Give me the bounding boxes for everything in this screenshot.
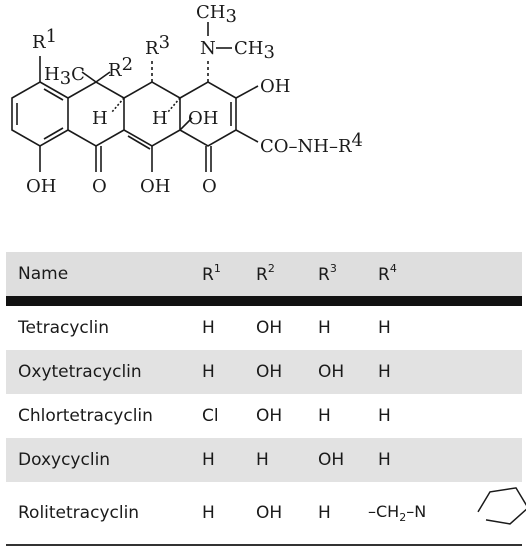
cell-name: Doxycyclin [18, 450, 111, 470]
r2-bond [95, 71, 111, 83]
label-o-right: O [202, 176, 217, 197]
h-bond [111, 97, 125, 113]
label-oh-bottom-mid: OH [140, 176, 170, 197]
label-oh-mid: OH [188, 108, 218, 129]
ring-b [67, 81, 125, 147]
table-row: Doxycyclin H H OH H [6, 438, 522, 482]
substituent-table: Name R1 R2 R3 R4 Tetracyclin H OH H H Ox… [6, 252, 526, 546]
cell-r1: H [202, 362, 215, 382]
table-row: Oxytetracyclin H OH OH H [6, 350, 522, 394]
cell-r2: OH [256, 362, 283, 382]
cell-r3: H [318, 406, 331, 426]
label-side-chain: CO–NH–R4 [260, 130, 363, 157]
cell-r3: H [318, 503, 331, 523]
cell-r4-pyrrolidinyl-methyl: –CH2–N [368, 487, 526, 525]
table-row: Chlortetracyclin Cl OH H H [6, 394, 522, 438]
cell-name: Tetracyclin [18, 318, 110, 338]
cell-name: Rolitetracyclin [18, 503, 140, 523]
cell-r2: OH [256, 503, 283, 523]
cell-r3: OH [318, 450, 345, 470]
ring-a-inner-bond [43, 127, 64, 140]
h-bond [167, 97, 181, 113]
cell-r2: OH [256, 406, 283, 426]
header-r1: R1 [202, 262, 221, 285]
header-rule [6, 296, 522, 306]
label-ch3-right: CH3 [234, 38, 275, 63]
methyl-bond [81, 71, 97, 83]
cell-name: Chlortetracyclin [18, 406, 153, 426]
cell-r1: Cl [202, 406, 219, 426]
label-oh-bottom-left: OH [26, 176, 56, 197]
label-r3: R3 [145, 32, 170, 59]
ring-c [123, 81, 181, 147]
label-r1: R1 [32, 26, 57, 53]
label-n: N [200, 38, 216, 59]
cell-r2: OH [256, 318, 283, 338]
tetracycline-structure: R1 H3C R2 R3 CH3 N CH3 OH H H OH CO–NH–R… [11, 2, 363, 197]
label-h-mid: H [152, 108, 168, 129]
pyrrolidine-ring [477, 487, 526, 525]
header-r3: R3 [318, 262, 337, 285]
label-o-left: O [92, 176, 107, 197]
label-ch3-top: CH3 [196, 2, 237, 27]
ring-c-double-bond [127, 135, 151, 150]
ring-a [11, 81, 69, 147]
label-oh-upper: OH [260, 76, 290, 97]
cell-r4: H [378, 362, 391, 382]
cell-r1: H [202, 503, 215, 523]
side-chain-bond [235, 129, 259, 143]
cell-r1: H [202, 450, 215, 470]
oh-wedge [179, 117, 193, 131]
cell-r4: H [378, 318, 391, 338]
cell-r3: OH [318, 362, 345, 382]
cell-name: Oxytetracyclin [18, 362, 142, 382]
cell-r3: H [318, 318, 331, 338]
label-r2: R2 [108, 54, 133, 81]
cell-r4: H [378, 450, 391, 470]
cell-r2: H [256, 450, 269, 470]
header-r4: R4 [378, 262, 397, 285]
label-h-left: H [92, 108, 108, 129]
header-name: Name [18, 264, 69, 284]
cell-r1: H [202, 318, 215, 338]
ring-d [179, 81, 237, 147]
table-row: Rolitetracyclin H OH H –CH2–N [6, 482, 526, 544]
bottom-rule [6, 544, 522, 546]
header-r2: R2 [256, 262, 275, 285]
table-row: Tetracyclin H OH H H [6, 306, 522, 350]
label-h3c: H3C [44, 64, 85, 89]
cell-r4: H [378, 406, 391, 426]
oh-bond [235, 85, 259, 99]
table-header: Name R1 R2 R3 R4 [6, 252, 522, 296]
ring-a-inner-bond [43, 88, 64, 101]
